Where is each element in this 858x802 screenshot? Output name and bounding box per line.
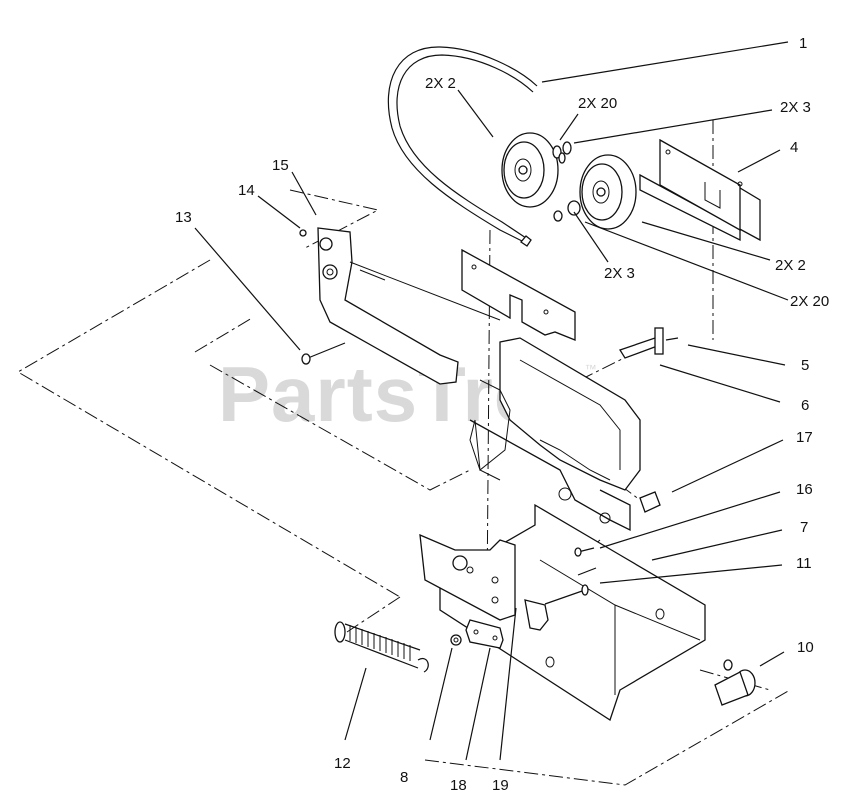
lower-deck <box>439 503 706 722</box>
callout-2x20-right: 2X 20 <box>790 293 830 310</box>
extension-spring <box>334 621 429 673</box>
callout-2x2-top: 2X 2 <box>425 75 456 92</box>
callout-8: 8 <box>400 769 409 786</box>
callout-2x3-top: 2X 3 <box>780 99 811 116</box>
adjustment-knob <box>714 659 756 706</box>
callout-4: 4 <box>790 139 799 156</box>
callout-2x20-top: 2X 20 <box>578 95 618 112</box>
belt-guide-bracket <box>639 138 761 242</box>
callout-2x2-right: 2X 2 <box>775 257 806 274</box>
idler-pulley-right <box>579 154 637 230</box>
callout-16: 16 <box>796 481 813 498</box>
idler-pulley-left <box>501 132 559 208</box>
washers-and-nuts <box>552 141 581 222</box>
callout-19: 19 <box>492 777 509 794</box>
drive-belt <box>387 46 538 247</box>
pivot-rod <box>619 327 679 359</box>
lever-bracket <box>419 533 516 621</box>
callout-13: 13 <box>175 209 192 226</box>
callout-2x3-mid: 2X 3 <box>604 265 635 282</box>
main-frame <box>469 337 641 532</box>
callout-12: 12 <box>334 755 351 772</box>
clip-19 <box>524 599 549 631</box>
callout-11: 11 <box>796 555 812 572</box>
leader-lines <box>194 41 789 761</box>
callout-6: 6 <box>801 397 810 414</box>
callout-10: 10 <box>797 639 814 656</box>
callout-5: 5 <box>801 357 810 374</box>
callout-15: 15 <box>272 157 289 174</box>
u-clip <box>639 491 661 513</box>
callout-7: 7 <box>800 519 809 536</box>
link-plate <box>465 619 504 649</box>
mounting-plate <box>461 248 576 341</box>
callout-14: 14 <box>238 182 255 199</box>
nut-8 <box>450 634 462 646</box>
assembly-guide-lines <box>17 120 791 786</box>
bolt-13 <box>301 342 346 365</box>
callout-17: 17 <box>796 429 813 446</box>
idler-arm <box>299 227 501 385</box>
pins <box>544 547 597 605</box>
callout-1: 1 <box>799 35 808 52</box>
callout-18: 18 <box>450 777 467 794</box>
